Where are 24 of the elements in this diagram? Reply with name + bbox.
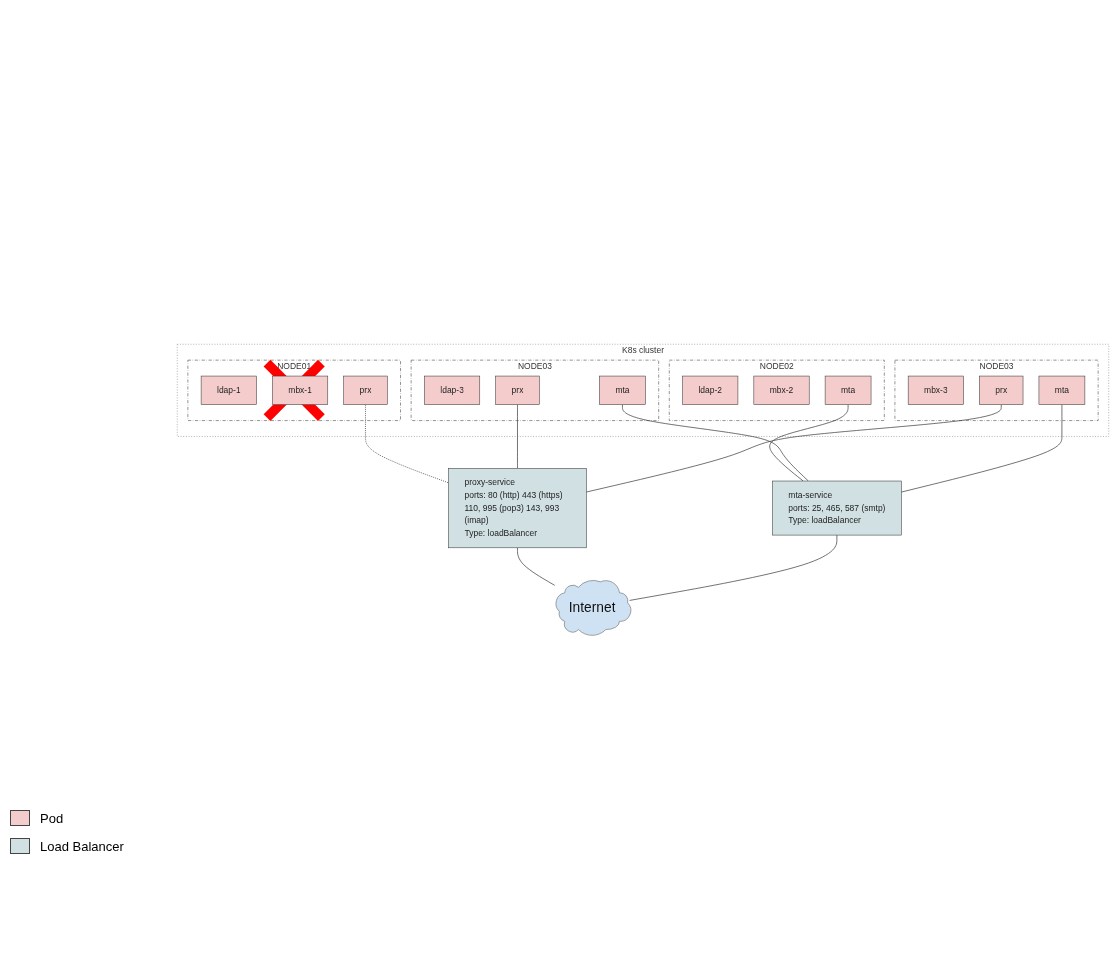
connector (629, 534, 838, 601)
node-box: ldap-1 (200, 376, 257, 406)
node-box: mta (824, 376, 872, 406)
connector (901, 404, 1063, 493)
node-box: mta (599, 376, 646, 406)
node-box: prx (495, 376, 540, 406)
connector (365, 404, 449, 484)
legend-label: Load Balancer (40, 838, 124, 854)
connector (622, 404, 809, 482)
connector (586, 404, 1002, 493)
node-box: proxy-service ports: 80 (http) 443 (https) 110, 995 (pop3) 143, 993 (imap) Type: loadBalancer (448, 468, 587, 549)
node-box: mbx-3 (907, 376, 964, 406)
node-box: mta-service ports: 25, 465, 587 (smtp) Type: loadBalancer (772, 480, 902, 536)
node-box: prx (979, 376, 1024, 406)
connector (517, 404, 518, 469)
node-box: mbx-1 (272, 376, 329, 406)
node-box: ldap-3 (424, 376, 481, 406)
connector (517, 547, 556, 586)
legend-label: Pod (40, 810, 64, 826)
node-box: mbx-2 (753, 376, 810, 406)
node-box: mta (1038, 376, 1086, 406)
connector (769, 404, 849, 482)
node-box: ldap-2 (682, 376, 739, 406)
node-box: prx (343, 376, 388, 406)
